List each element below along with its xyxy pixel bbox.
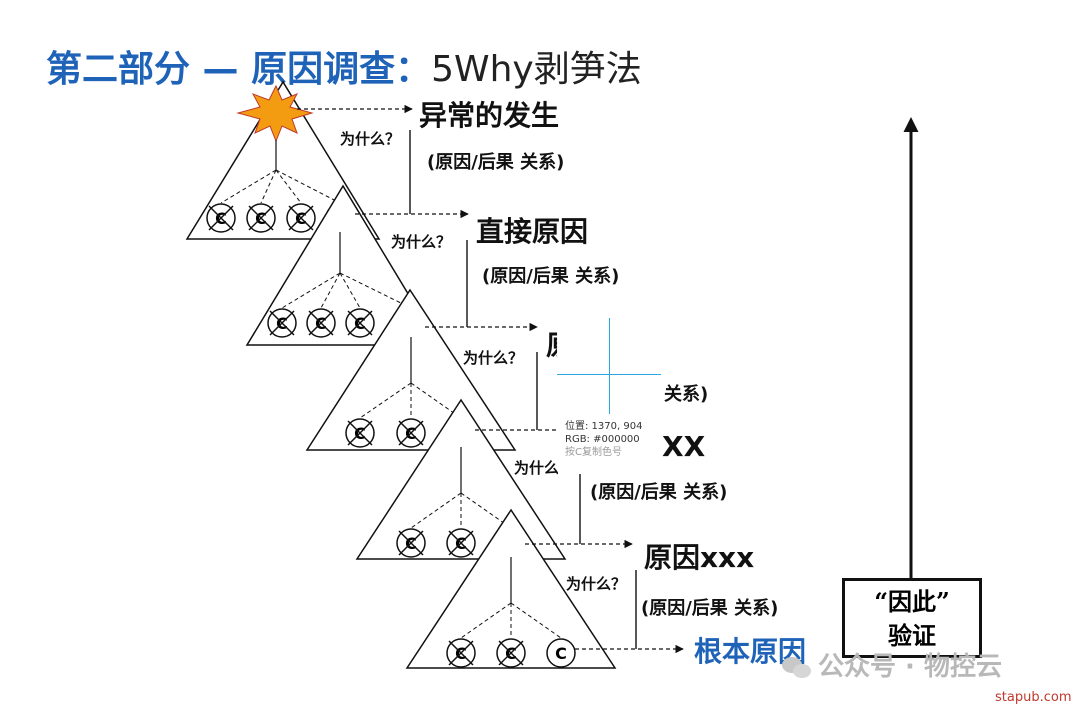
picker-hint: 按C复制色号 bbox=[565, 447, 622, 458]
picker-position: 位置: 1370, 904 bbox=[565, 421, 643, 432]
watermark: 公众号 · 物控云 bbox=[782, 646, 1002, 683]
color-picker-overlay: 位置: 1370, 904 RGB: #000000 按C复制色号 bbox=[557, 318, 661, 470]
why-label: 为什么？ bbox=[463, 349, 524, 367]
verify-box: “因此” 验证 bbox=[842, 578, 982, 658]
title-method: 5Why剥笋法 bbox=[431, 49, 642, 90]
footer-site: stapub.com bbox=[995, 690, 1072, 705]
level-5-relation: (原因/后果 关系) bbox=[641, 598, 779, 619]
level-3-relation: 关系) bbox=[664, 384, 709, 405]
verify-line-2: 验证 bbox=[888, 621, 936, 650]
crosshair-vertical bbox=[609, 318, 610, 414]
crossed-cause-icon: C bbox=[446, 638, 476, 668]
svg-text:C: C bbox=[555, 644, 567, 663]
why-label: 为什么？ bbox=[340, 130, 401, 148]
crossed-cause-icon: C bbox=[267, 308, 297, 338]
level-4-relation: (原因/后果 关系) bbox=[590, 482, 728, 503]
level-2-relation: (原因/后果 关系) bbox=[482, 266, 620, 287]
crossed-cause-icon: C bbox=[246, 203, 276, 233]
cause-circle-icon: C bbox=[546, 638, 576, 668]
page-title: 第二部分 — 原因调查：5Why剥笋法 bbox=[46, 40, 642, 92]
crossed-cause-icon: C bbox=[496, 638, 526, 668]
triangle-level-2: C C C C bbox=[245, 184, 441, 346]
wechat-icon bbox=[782, 656, 812, 679]
verify-line-1: “因此” bbox=[874, 587, 950, 616]
color-picker-info: 位置: 1370, 904 RGB: #000000 按C复制色号 bbox=[565, 420, 642, 459]
why-label: 为什么？ bbox=[514, 459, 558, 477]
level-1-label: 异常的发生 bbox=[419, 99, 560, 132]
level-connectors bbox=[297, 104, 684, 654]
level-1-relation: (原因/后果 关系) bbox=[427, 152, 565, 173]
picker-rgb: RGB: #000000 bbox=[565, 434, 640, 445]
watermark-text: 公众号 · 物控云 bbox=[818, 652, 1002, 682]
crossed-cause-icon: C bbox=[446, 528, 476, 558]
crossed-cause-icon: C bbox=[306, 308, 336, 338]
why-label: 为什么？ bbox=[566, 575, 627, 593]
why-label: 为什么？ bbox=[391, 233, 452, 251]
level-2-label: 直接原因 bbox=[476, 215, 589, 248]
level-5-label: 原因xxx bbox=[644, 541, 755, 574]
crossed-cause-icon: C bbox=[345, 418, 375, 448]
crossed-cause-icon: C bbox=[286, 203, 316, 233]
title-main: 第二部分 — 原因调查： bbox=[46, 49, 432, 90]
level-4-label: XX bbox=[662, 430, 706, 463]
level-3-label: 原 bbox=[546, 324, 558, 364]
triangle-level-5: C C C bbox=[405, 508, 617, 669]
crossed-cause-icon: C bbox=[396, 528, 426, 558]
crossed-cause-icon: C bbox=[345, 308, 375, 338]
crossed-cause-icon: C bbox=[396, 418, 426, 448]
crossed-cause-icon: C bbox=[206, 203, 236, 233]
